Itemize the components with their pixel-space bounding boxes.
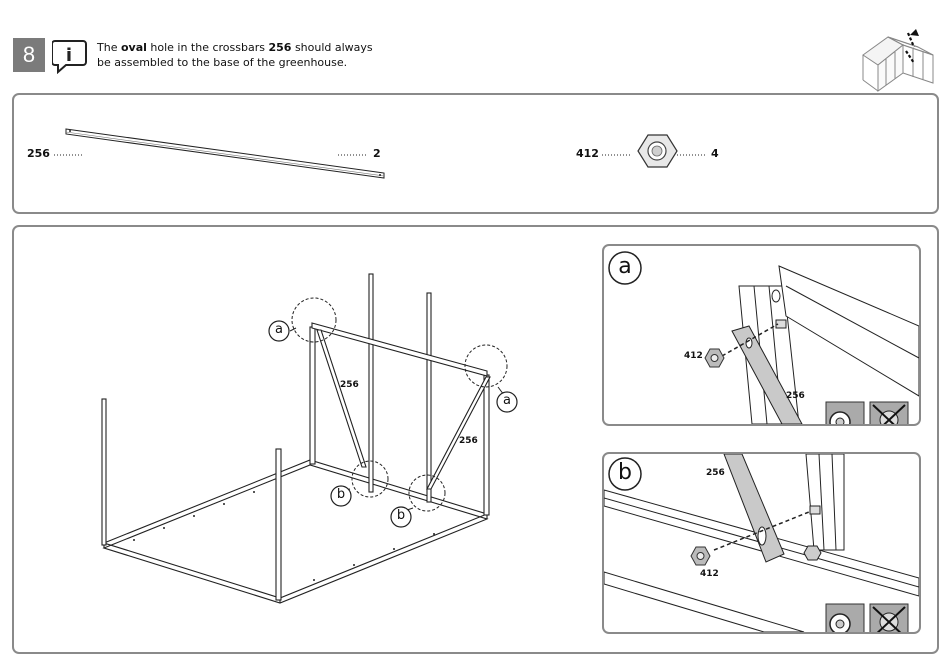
label-256-right: 256 [459,436,478,446]
callout-b-right: b [390,508,412,523]
part-code-256: 256 [27,147,50,160]
part-qty-256: 2 [373,147,381,160]
detail-a-bar-label: 256 [786,391,805,401]
detail-a-nut-label: 412 [684,351,703,361]
detail-b-bar-label: 256 [706,468,725,478]
step-number-badge: 8 [13,38,45,72]
detail-a-drawing [604,246,919,424]
info-icon: i [52,38,88,74]
parts-drawing [14,95,937,212]
part-qty-412: 4 [711,147,719,160]
assembly-note: The oval hole in the crossbars 256 shoul… [97,40,373,70]
detail-b-nut-label: 412 [700,569,719,579]
detail-b-drawing [604,454,919,632]
svg-text:i: i [66,45,72,66]
base-frame-drawing [14,227,602,652]
detail-b-title: b [615,460,635,485]
nut-412-icon [691,547,710,565]
callout-a-top: a [268,322,290,337]
callout-a-right: a [496,393,518,408]
greenhouse-icon [858,25,938,93]
detail-a-title: a [615,254,635,279]
crossbar-256-part [66,129,384,178]
wrong-orientation-icon [870,402,908,424]
correct-orientation-icon [826,604,864,632]
wrong-orientation-icon [870,604,908,632]
callout-b-left: b [330,487,352,502]
label-256-left: 256 [340,380,359,390]
hex-nut-412-part [638,135,677,167]
nut-412-icon [705,349,724,367]
part-code-412: 412 [576,147,599,160]
correct-orientation-icon [826,402,864,424]
